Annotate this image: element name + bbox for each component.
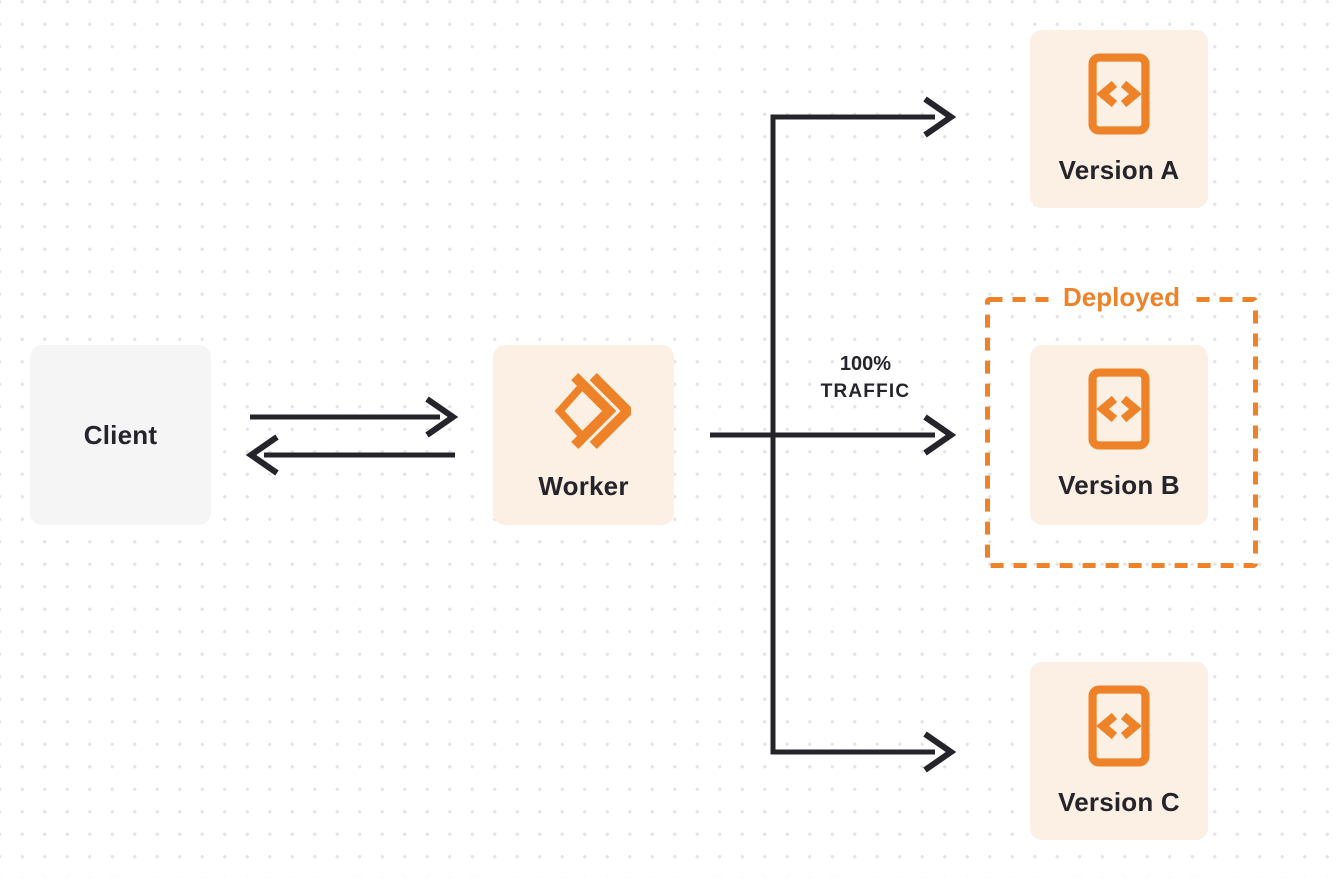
- traffic-annotation: 100% TRAFFIC: [793, 351, 938, 407]
- deployed-group: Deployed: [985, 282, 1258, 568]
- client-node: Client: [30, 345, 211, 525]
- branch-c-arrow-head-icon: [923, 731, 957, 773]
- response-arrow-head-icon: [245, 434, 279, 476]
- branch-a-arrow-head-icon: [923, 96, 957, 138]
- version-b-label: Version B: [1058, 470, 1180, 500]
- deployed-dashed-border: [985, 297, 1258, 568]
- deployed-label: Deployed: [1050, 282, 1193, 313]
- version-a-label: Version A: [1058, 155, 1180, 185]
- code-file-icon: [1088, 685, 1150, 767]
- version-c-label: Version C: [1058, 787, 1180, 817]
- code-file-icon: [1088, 53, 1150, 135]
- branch-b-arrow-head-icon: [923, 414, 957, 456]
- code-file-icon: [1088, 368, 1150, 450]
- worker-node: Worker: [493, 345, 674, 525]
- version-b-node: Version B: [1030, 345, 1208, 525]
- traffic-word-text: TRAFFIC: [820, 381, 911, 402]
- version-c-node: Version C: [1030, 662, 1208, 840]
- request-arrow-head-icon: [425, 396, 459, 438]
- version-a-node: Version A: [1030, 30, 1208, 208]
- traffic-trunk-line: [770, 114, 935, 755]
- traffic-percent-text: 100%: [839, 353, 892, 375]
- client-label: Client: [83, 419, 158, 450]
- worker-label: Worker: [538, 471, 629, 501]
- worker-double-chevron-icon: [537, 369, 631, 453]
